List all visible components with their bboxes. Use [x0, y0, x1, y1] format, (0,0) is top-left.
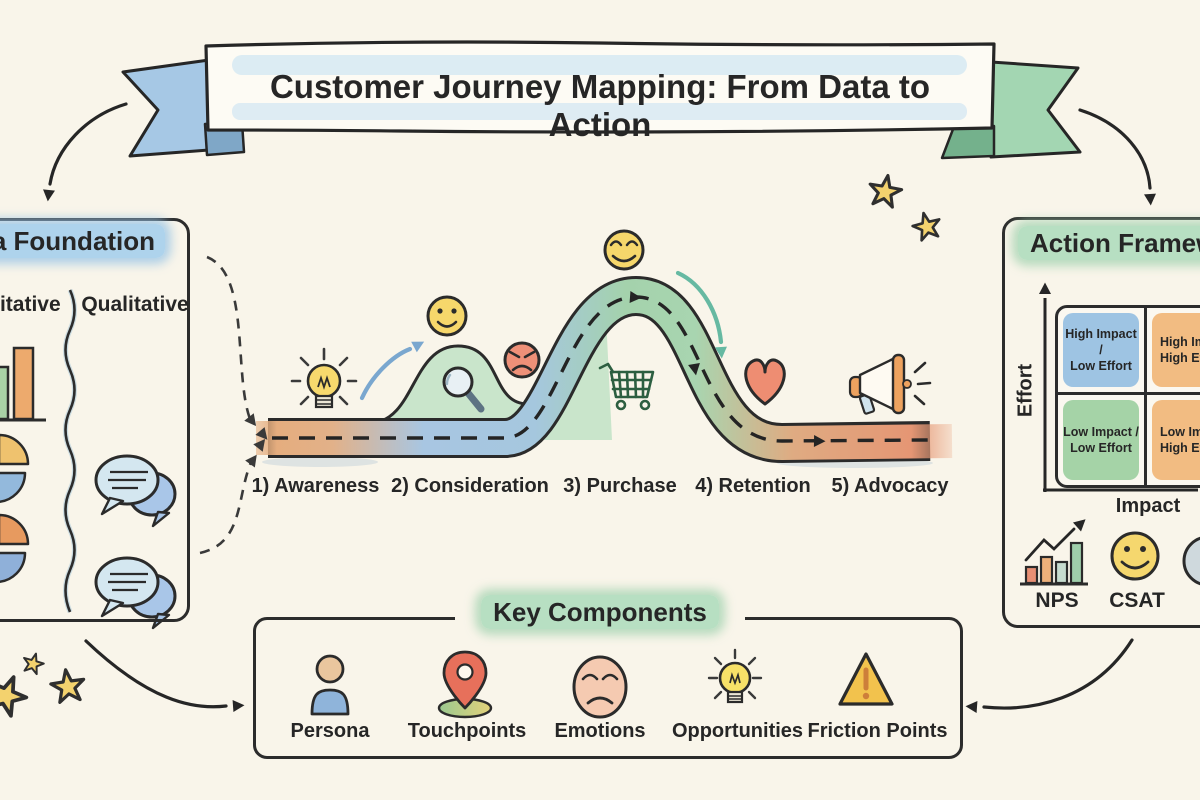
column-header-qualitative: Qualitative	[81, 293, 189, 316]
connector-dashed-top	[206, 255, 272, 444]
effort-axis-label: Effort	[1014, 363, 1037, 418]
csat-smiley-icon	[1110, 531, 1160, 581]
quadrant-low-impact-high-effort: Low Impact / High Effort	[1147, 395, 1200, 485]
banner-title: Customer Journey Mapping: From Data to A…	[269, 68, 931, 143]
banner-ribbon	[121, 40, 1082, 160]
persona-label: Persona	[290, 720, 370, 742]
nps-label: NPS	[1035, 589, 1079, 612]
journey-road	[256, 275, 953, 468]
quadrant-high-impact-high-effort: High Impact / High Effort	[1147, 308, 1200, 395]
banner-wash-top	[232, 55, 967, 75]
stage-label-retention: 4) Retention	[695, 475, 811, 497]
bar-chart-icon	[0, 346, 46, 422]
action-framework-title: Action Framework	[1018, 226, 1200, 260]
friction-warning-icon	[838, 652, 894, 706]
effort-impact-axes	[1039, 282, 1198, 492]
action-framework-box	[1002, 217, 1200, 628]
impact-effort-matrix: High Impact / Low Effort High Impact / H…	[1055, 305, 1200, 488]
angry-face-icon	[503, 341, 541, 379]
quadrant-high-impact-low-effort: High Impact / Low Effort	[1058, 308, 1147, 395]
key-components-title: Key Components	[455, 595, 745, 629]
persona-icon	[310, 654, 350, 716]
pie-chart-icon	[0, 513, 30, 583]
opportunities-bulb-icon	[707, 648, 763, 704]
data-foundation-title: Data Foundation	[0, 224, 180, 258]
nps-chart-icon	[1020, 514, 1090, 586]
stage-label-advocacy: 5) Advocacy	[831, 475, 949, 497]
stage-label-purchase: 3) Purchase	[563, 475, 677, 497]
arrow-data-to-key	[84, 639, 245, 712]
quadrant-low-impact-low-effort: Low Impact / Low Effort	[1058, 395, 1147, 485]
friction-points-label: Friction Points	[807, 720, 948, 742]
arrow-banner-to-data	[41, 102, 128, 203]
banner-wash-bottom	[232, 103, 967, 120]
heart-icon	[744, 358, 786, 406]
emotions-label: Emotions	[554, 720, 646, 742]
column-header-quantitative: Quantitative	[0, 293, 61, 316]
emotions-face-icon	[572, 655, 628, 719]
column-divider	[64, 289, 76, 613]
rising-arrow-icon	[359, 336, 427, 401]
opportunities-label: Opportunities	[671, 720, 804, 742]
partial-metric-icon	[1182, 536, 1200, 586]
happy-face-icon	[603, 229, 645, 271]
speech-bubbles-icon	[94, 454, 177, 528]
arrow-banner-to-action	[1078, 108, 1157, 206]
touchpoints-label: Touchpoints	[407, 720, 527, 742]
lightbulb-icon	[290, 347, 358, 409]
megaphone-icon	[848, 353, 932, 415]
pie-chart-icon	[0, 433, 30, 503]
stage-label-awareness: 1) Awareness	[251, 475, 380, 497]
data-foundation-box	[0, 218, 190, 622]
falling-arrow-icon	[675, 270, 728, 359]
touchpoints-pin-icon	[437, 650, 493, 719]
csat-label: CSAT	[1109, 589, 1165, 612]
shopping-cart-icon	[598, 362, 655, 411]
stage-label-consideration: 2) Consideration	[391, 475, 549, 497]
connector-dashed-bottom	[199, 435, 270, 555]
magnifier-icon	[442, 366, 485, 413]
smiley-face-icon	[426, 295, 468, 337]
speech-bubbles-icon	[94, 556, 177, 630]
impact-axis-label: Impact	[1115, 495, 1181, 517]
arrow-action-to-key	[965, 638, 1134, 713]
